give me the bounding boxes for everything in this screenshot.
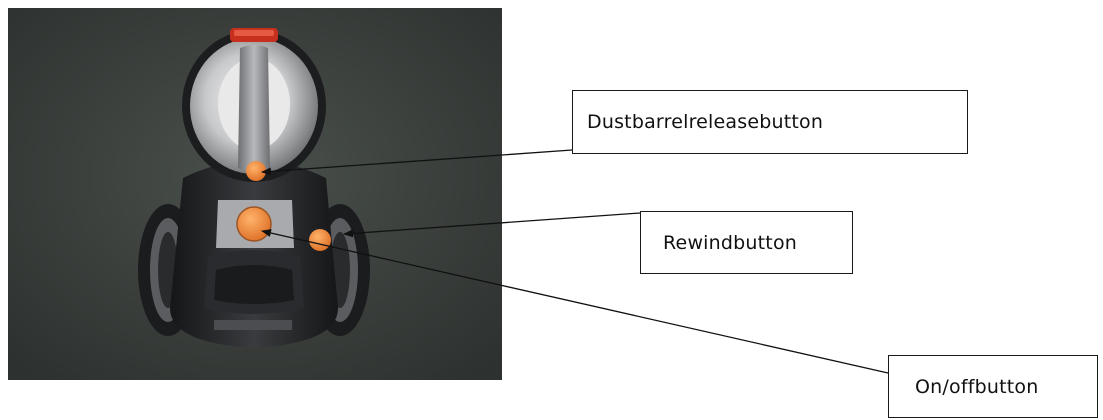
vacuum-cleaner-photo bbox=[8, 8, 502, 380]
on-off-label: On/offbutton bbox=[915, 375, 1039, 398]
dust-barrel-release-label: Dustbarrelreleasebutton bbox=[587, 111, 824, 133]
on-off-label-box: On/offbutton bbox=[888, 355, 1098, 418]
rewind-label: Rewindbutton bbox=[663, 231, 798, 254]
dust-barrel-release-label-box: Dustbarrelreleasebutton bbox=[572, 90, 968, 154]
rewind-label-box: Rewindbutton bbox=[640, 211, 853, 274]
